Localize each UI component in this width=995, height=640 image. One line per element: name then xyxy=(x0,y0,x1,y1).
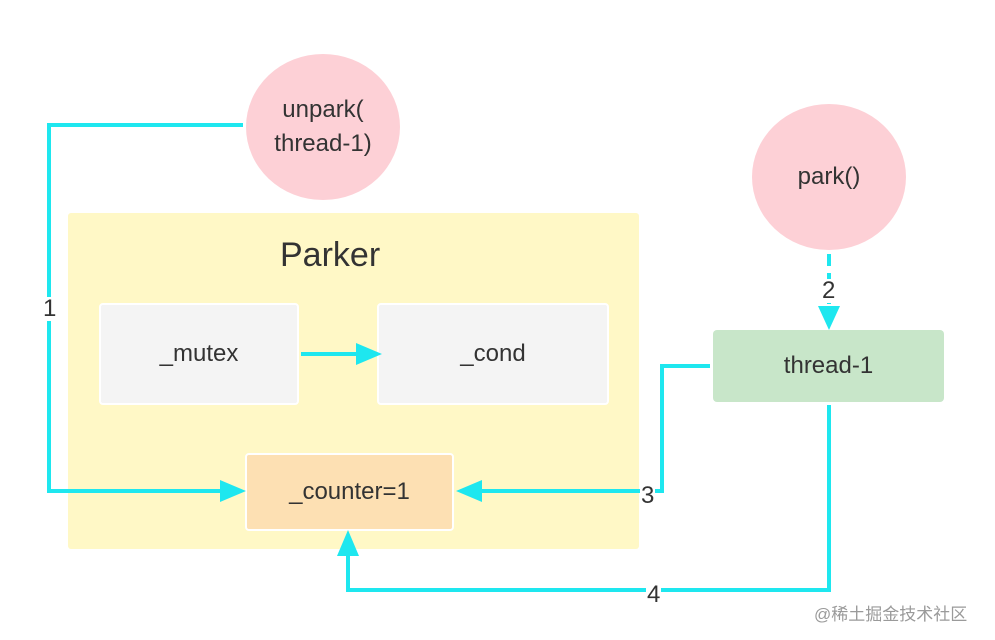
arrowhead-edge-2 xyxy=(818,306,840,330)
edge-unpark-to-counter xyxy=(47,123,243,493)
arrowhead-mutex-cond xyxy=(356,343,382,365)
edge-thread-bottom-to-counter xyxy=(346,405,831,592)
parker-title: Parker xyxy=(280,236,381,274)
mutex-label: _mutex xyxy=(159,340,239,367)
edge-label-1: 1 xyxy=(42,295,58,322)
edge-label-4: 4 xyxy=(646,581,662,608)
edge-thread-to-counter xyxy=(476,364,710,493)
edge-label-3: 3 xyxy=(640,482,656,509)
park-label: park() xyxy=(797,163,861,190)
cond-label: _cond xyxy=(460,340,526,367)
arrowhead-edge-4 xyxy=(337,530,359,556)
arrowhead-edge-3 xyxy=(456,480,482,502)
counter-label: _counter=1 xyxy=(289,478,410,505)
park-circle: park() xyxy=(752,104,906,250)
arrowhead-edge-1 xyxy=(220,480,246,502)
thread-label: thread-1 xyxy=(783,352,874,379)
counter-node: _counter=1 xyxy=(245,453,454,531)
unpark-circle: unpark( thread-1) xyxy=(246,54,400,200)
watermark: @稀土掘金技术社区 xyxy=(814,605,968,624)
thread-node: thread-1 xyxy=(713,330,944,402)
edge-label-2: 2 xyxy=(821,277,837,304)
mutex-node: _mutex xyxy=(99,303,299,405)
unpark-label: unpark( thread-1) xyxy=(274,96,372,157)
